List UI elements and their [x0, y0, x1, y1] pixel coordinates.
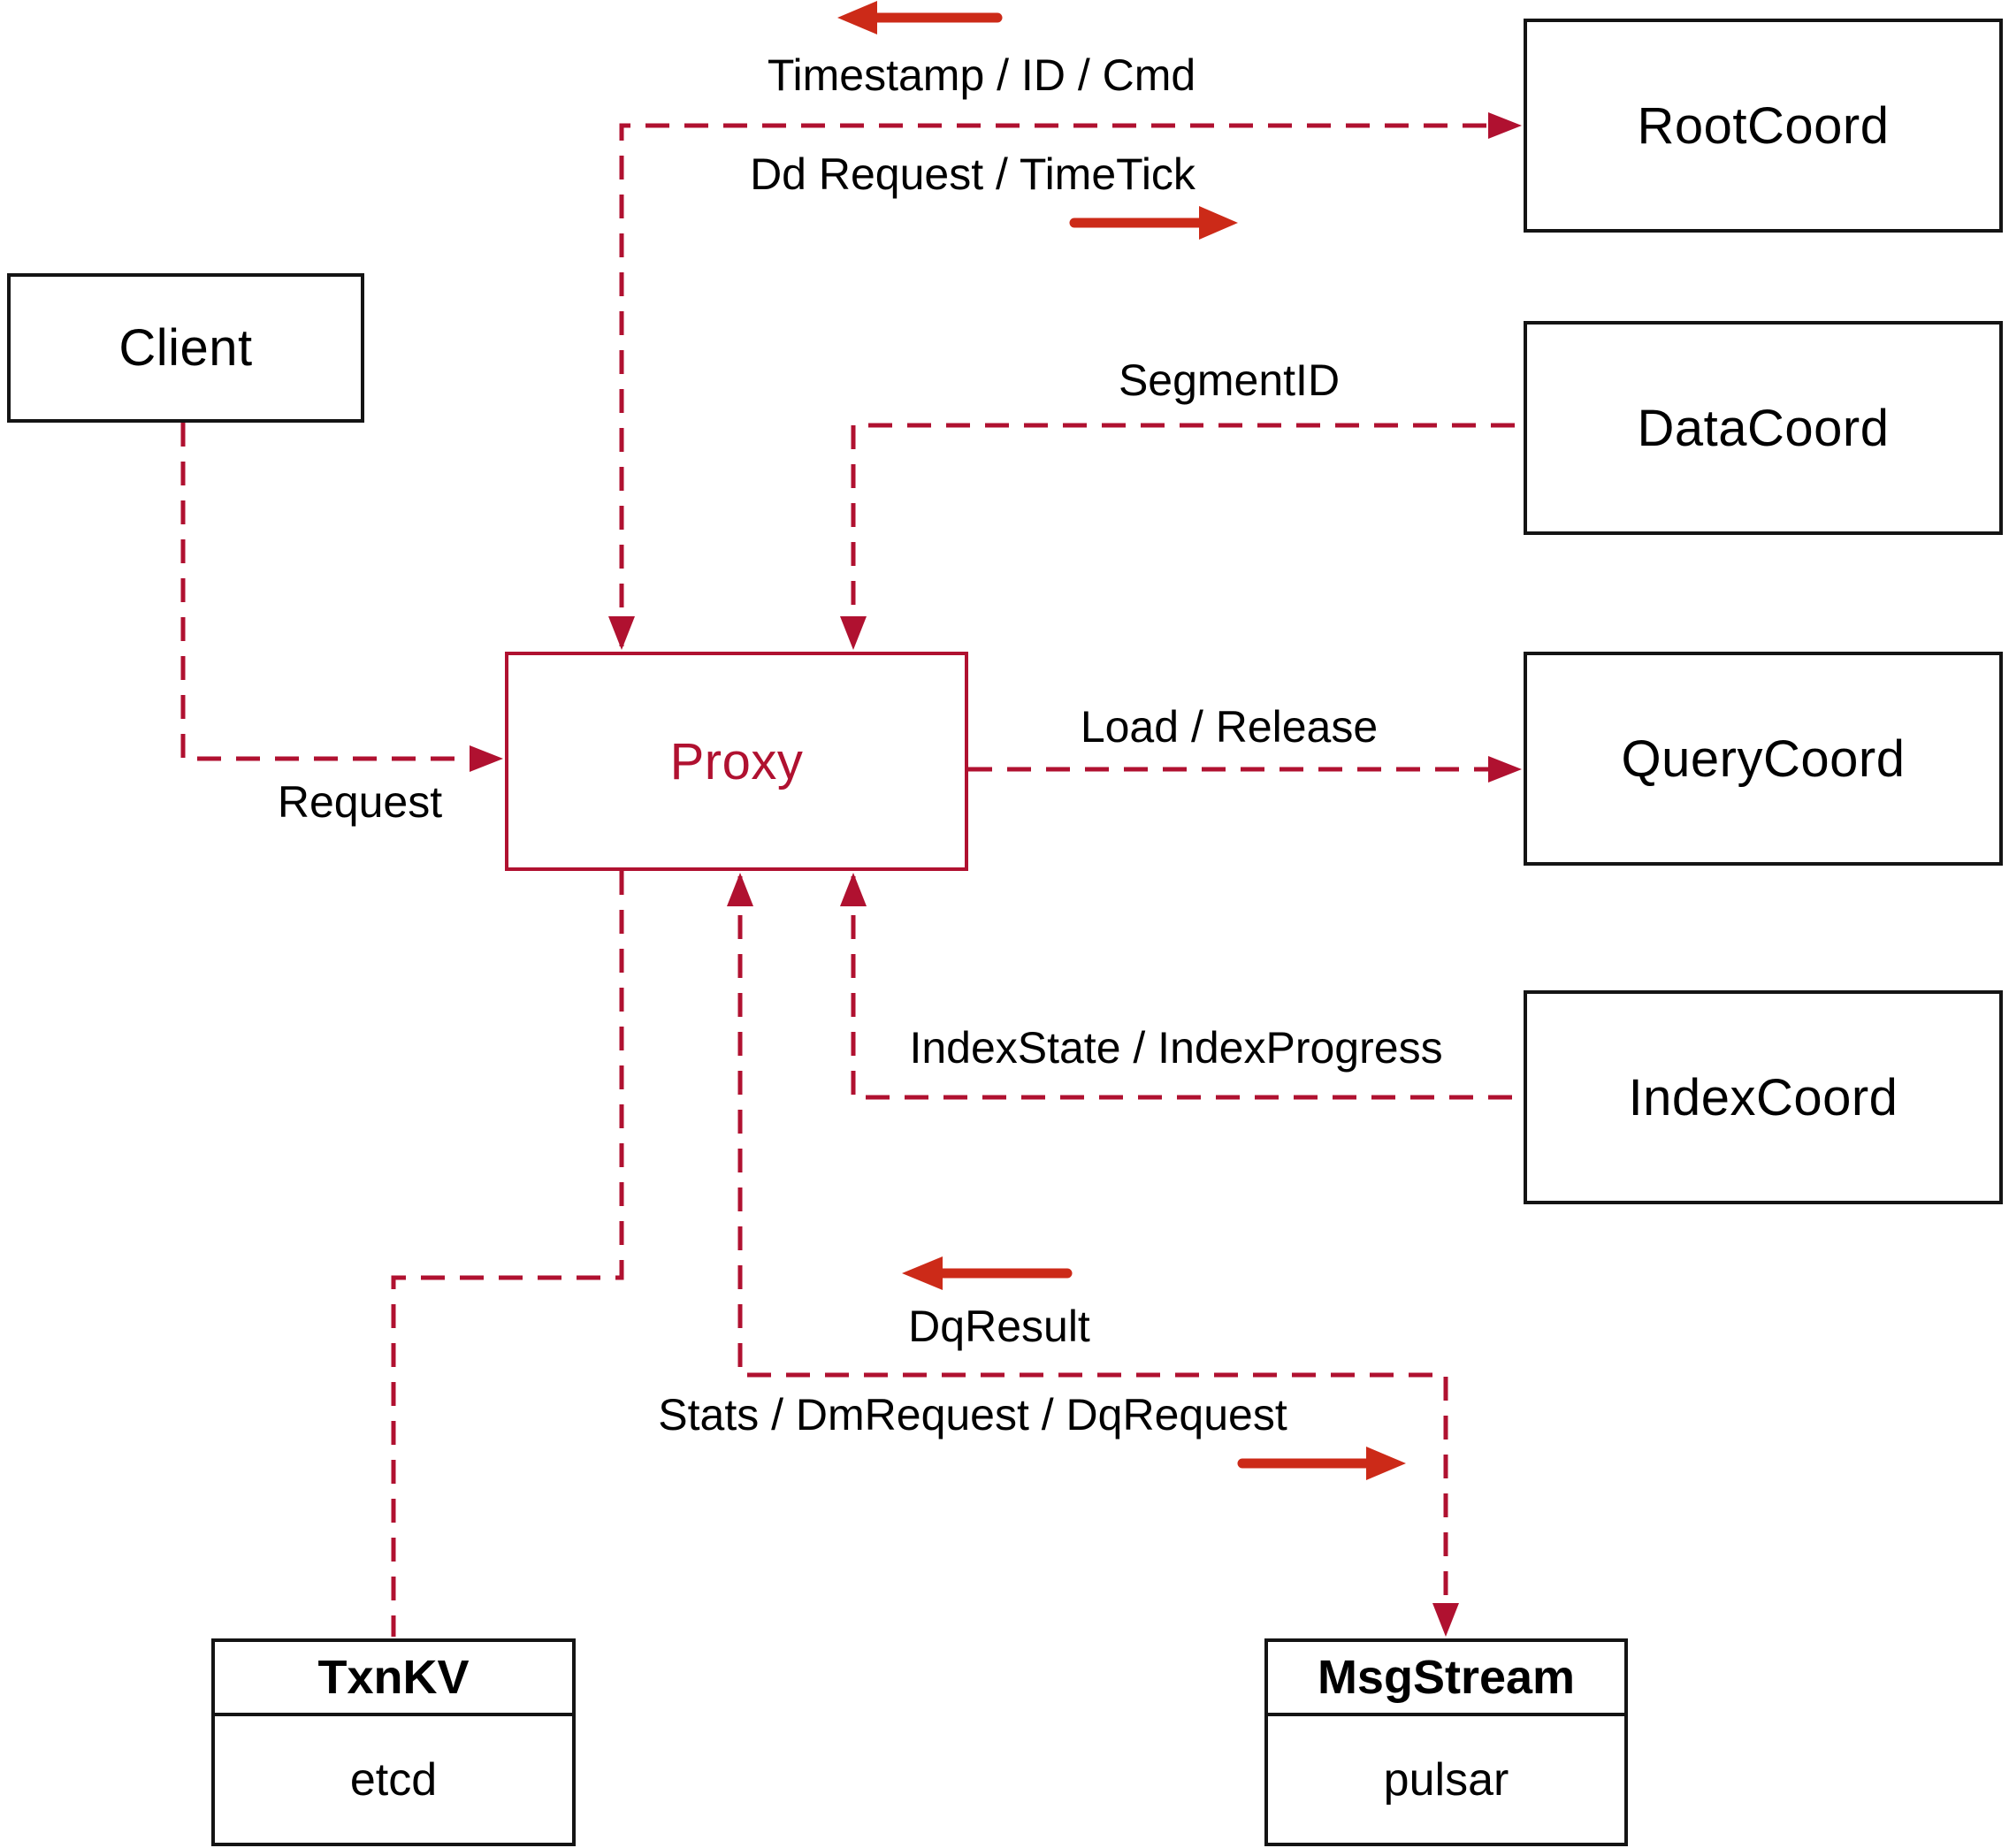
client-label: Client — [118, 319, 253, 377]
txnkv-title: TxnKV — [215, 1642, 572, 1716]
arrowhead-into-proxy-top-left — [608, 616, 635, 650]
edge-proxy-txnkv — [391, 871, 624, 1637]
dq-result-label: DqResult — [908, 1302, 1090, 1351]
edge-proxy-msgstream — [737, 876, 1448, 1630]
timestamp-id-cmd-label: Timestamp / ID / Cmd — [767, 50, 1196, 100]
segment-id-label: SegmentID — [1118, 355, 1341, 405]
arrowhead-into-querycoord — [1488, 756, 1522, 783]
datacoord-node: DataCoord — [1524, 321, 2003, 535]
arrowhead-into-proxy-bottom-mid — [727, 873, 753, 906]
arrowhead-into-msgstream — [1432, 1603, 1459, 1637]
edge-client-proxy — [180, 423, 493, 761]
rootcoord-node: RootCoord — [1524, 19, 2003, 233]
dd-request-direction-arrow-right — [1069, 206, 1238, 240]
edge-indexcoord-proxy — [851, 876, 1520, 1100]
arrowhead-into-rootcoord — [1488, 112, 1522, 139]
txnkv-subtitle: etcd — [349, 1753, 438, 1806]
dd-request-timetick-label: Dd Request / TimeTick — [750, 149, 1195, 199]
arrowhead-into-proxy-left — [470, 745, 503, 772]
proxy-label: Proxy — [669, 732, 804, 790]
msgstream-title: MsgStream — [1268, 1642, 1624, 1716]
edge-datacoord-proxy — [851, 423, 1515, 646]
datacoord-label: DataCoord — [1637, 399, 1890, 457]
index-state-label: IndexState / IndexProgress — [909, 1023, 1443, 1073]
timestamp-direction-arrow-left — [837, 1, 1003, 34]
querycoord-label: QueryCoord — [1621, 729, 1906, 788]
stats-dm-dq-label: Stats / DmRequest / DqRequest — [658, 1390, 1287, 1439]
msgstream-subtitle: pulsar — [1383, 1753, 1509, 1806]
indexcoord-label: IndexCoord — [1628, 1068, 1898, 1126]
request-label: Request — [277, 777, 443, 827]
txnkv-node: TxnKV etcd — [211, 1638, 576, 1846]
rootcoord-label: RootCoord — [1637, 96, 1890, 155]
msgstream-node: MsgStream pulsar — [1264, 1638, 1628, 1846]
proxy-node: Proxy — [505, 652, 968, 871]
edge-proxy-rootcoord — [619, 123, 1515, 646]
querycoord-node: QueryCoord — [1524, 652, 2003, 866]
indexcoord-node: IndexCoord — [1524, 990, 2003, 1204]
arrowhead-into-proxy-top-right — [840, 616, 867, 650]
load-release-label: Load / Release — [1080, 702, 1379, 752]
client-node: Client — [7, 273, 364, 423]
dq-result-direction-arrow-left — [902, 1256, 1073, 1290]
stats-direction-arrow-right — [1237, 1447, 1406, 1480]
arrowhead-into-proxy-bottom-right — [840, 873, 867, 906]
